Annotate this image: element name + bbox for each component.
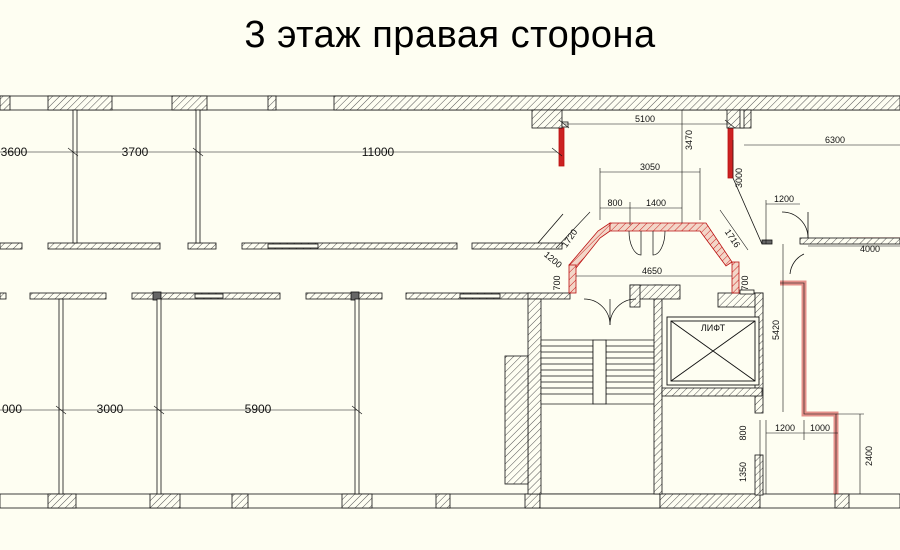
dim-700-left: 700 xyxy=(552,275,562,290)
upper-corridor-wall xyxy=(0,242,563,250)
stair-flight-right xyxy=(605,339,657,405)
dim-5900: 5900 xyxy=(245,402,272,416)
bottom-outer-wall xyxy=(0,493,900,509)
dim-2400: 2400 xyxy=(864,446,874,466)
dimension-lines xyxy=(0,110,900,494)
dim-1716: 1716 xyxy=(723,227,742,249)
lift-shaft xyxy=(666,316,760,386)
dim-1200-side: 1200 xyxy=(542,249,564,270)
dim-3470: 3470 xyxy=(684,130,694,150)
dim-1000: 1000 xyxy=(810,423,830,433)
dim-6300: 6300 xyxy=(825,135,845,145)
lower-corridor-wall xyxy=(0,291,571,301)
stair-core xyxy=(504,284,764,496)
hall-walls xyxy=(531,109,900,295)
dim-800-top: 800 xyxy=(607,198,622,208)
dim-1720: 1720 xyxy=(560,227,580,249)
dim-1350: 1350 xyxy=(738,462,748,482)
vestibule-door xyxy=(628,230,666,256)
dim-5100: 5100 xyxy=(635,114,655,124)
stair-flight-left xyxy=(540,339,594,405)
dim-3000-vertical: 3000 xyxy=(734,168,744,188)
top-outer-wall xyxy=(0,95,900,111)
dim-4000: 4000 xyxy=(860,244,880,254)
dim-1400: 1400 xyxy=(646,198,666,208)
dim-000: 000 xyxy=(2,402,22,416)
page-title: 3 этаж правая сторона xyxy=(244,14,656,56)
dim-11000: 11000 xyxy=(362,145,395,159)
upper-partitions xyxy=(72,109,201,244)
dim-4650: 4650 xyxy=(642,266,662,276)
dim-5420: 5420 xyxy=(771,320,781,340)
lower-partitions xyxy=(58,298,360,495)
dim-3000: 3000 xyxy=(97,402,124,416)
dim-3600: 3600 xyxy=(1,145,28,159)
dim-3700: 3700 xyxy=(122,145,149,159)
dim-1200-bottom: 1200 xyxy=(775,423,795,433)
lift-label: ЛИФТ xyxy=(701,323,726,333)
dim-700-right: 700 xyxy=(740,275,750,290)
dim-1200-upper: 1200 xyxy=(774,194,794,204)
dim-800-bottom: 800 xyxy=(738,425,748,440)
dim-3050: 3050 xyxy=(640,162,660,172)
